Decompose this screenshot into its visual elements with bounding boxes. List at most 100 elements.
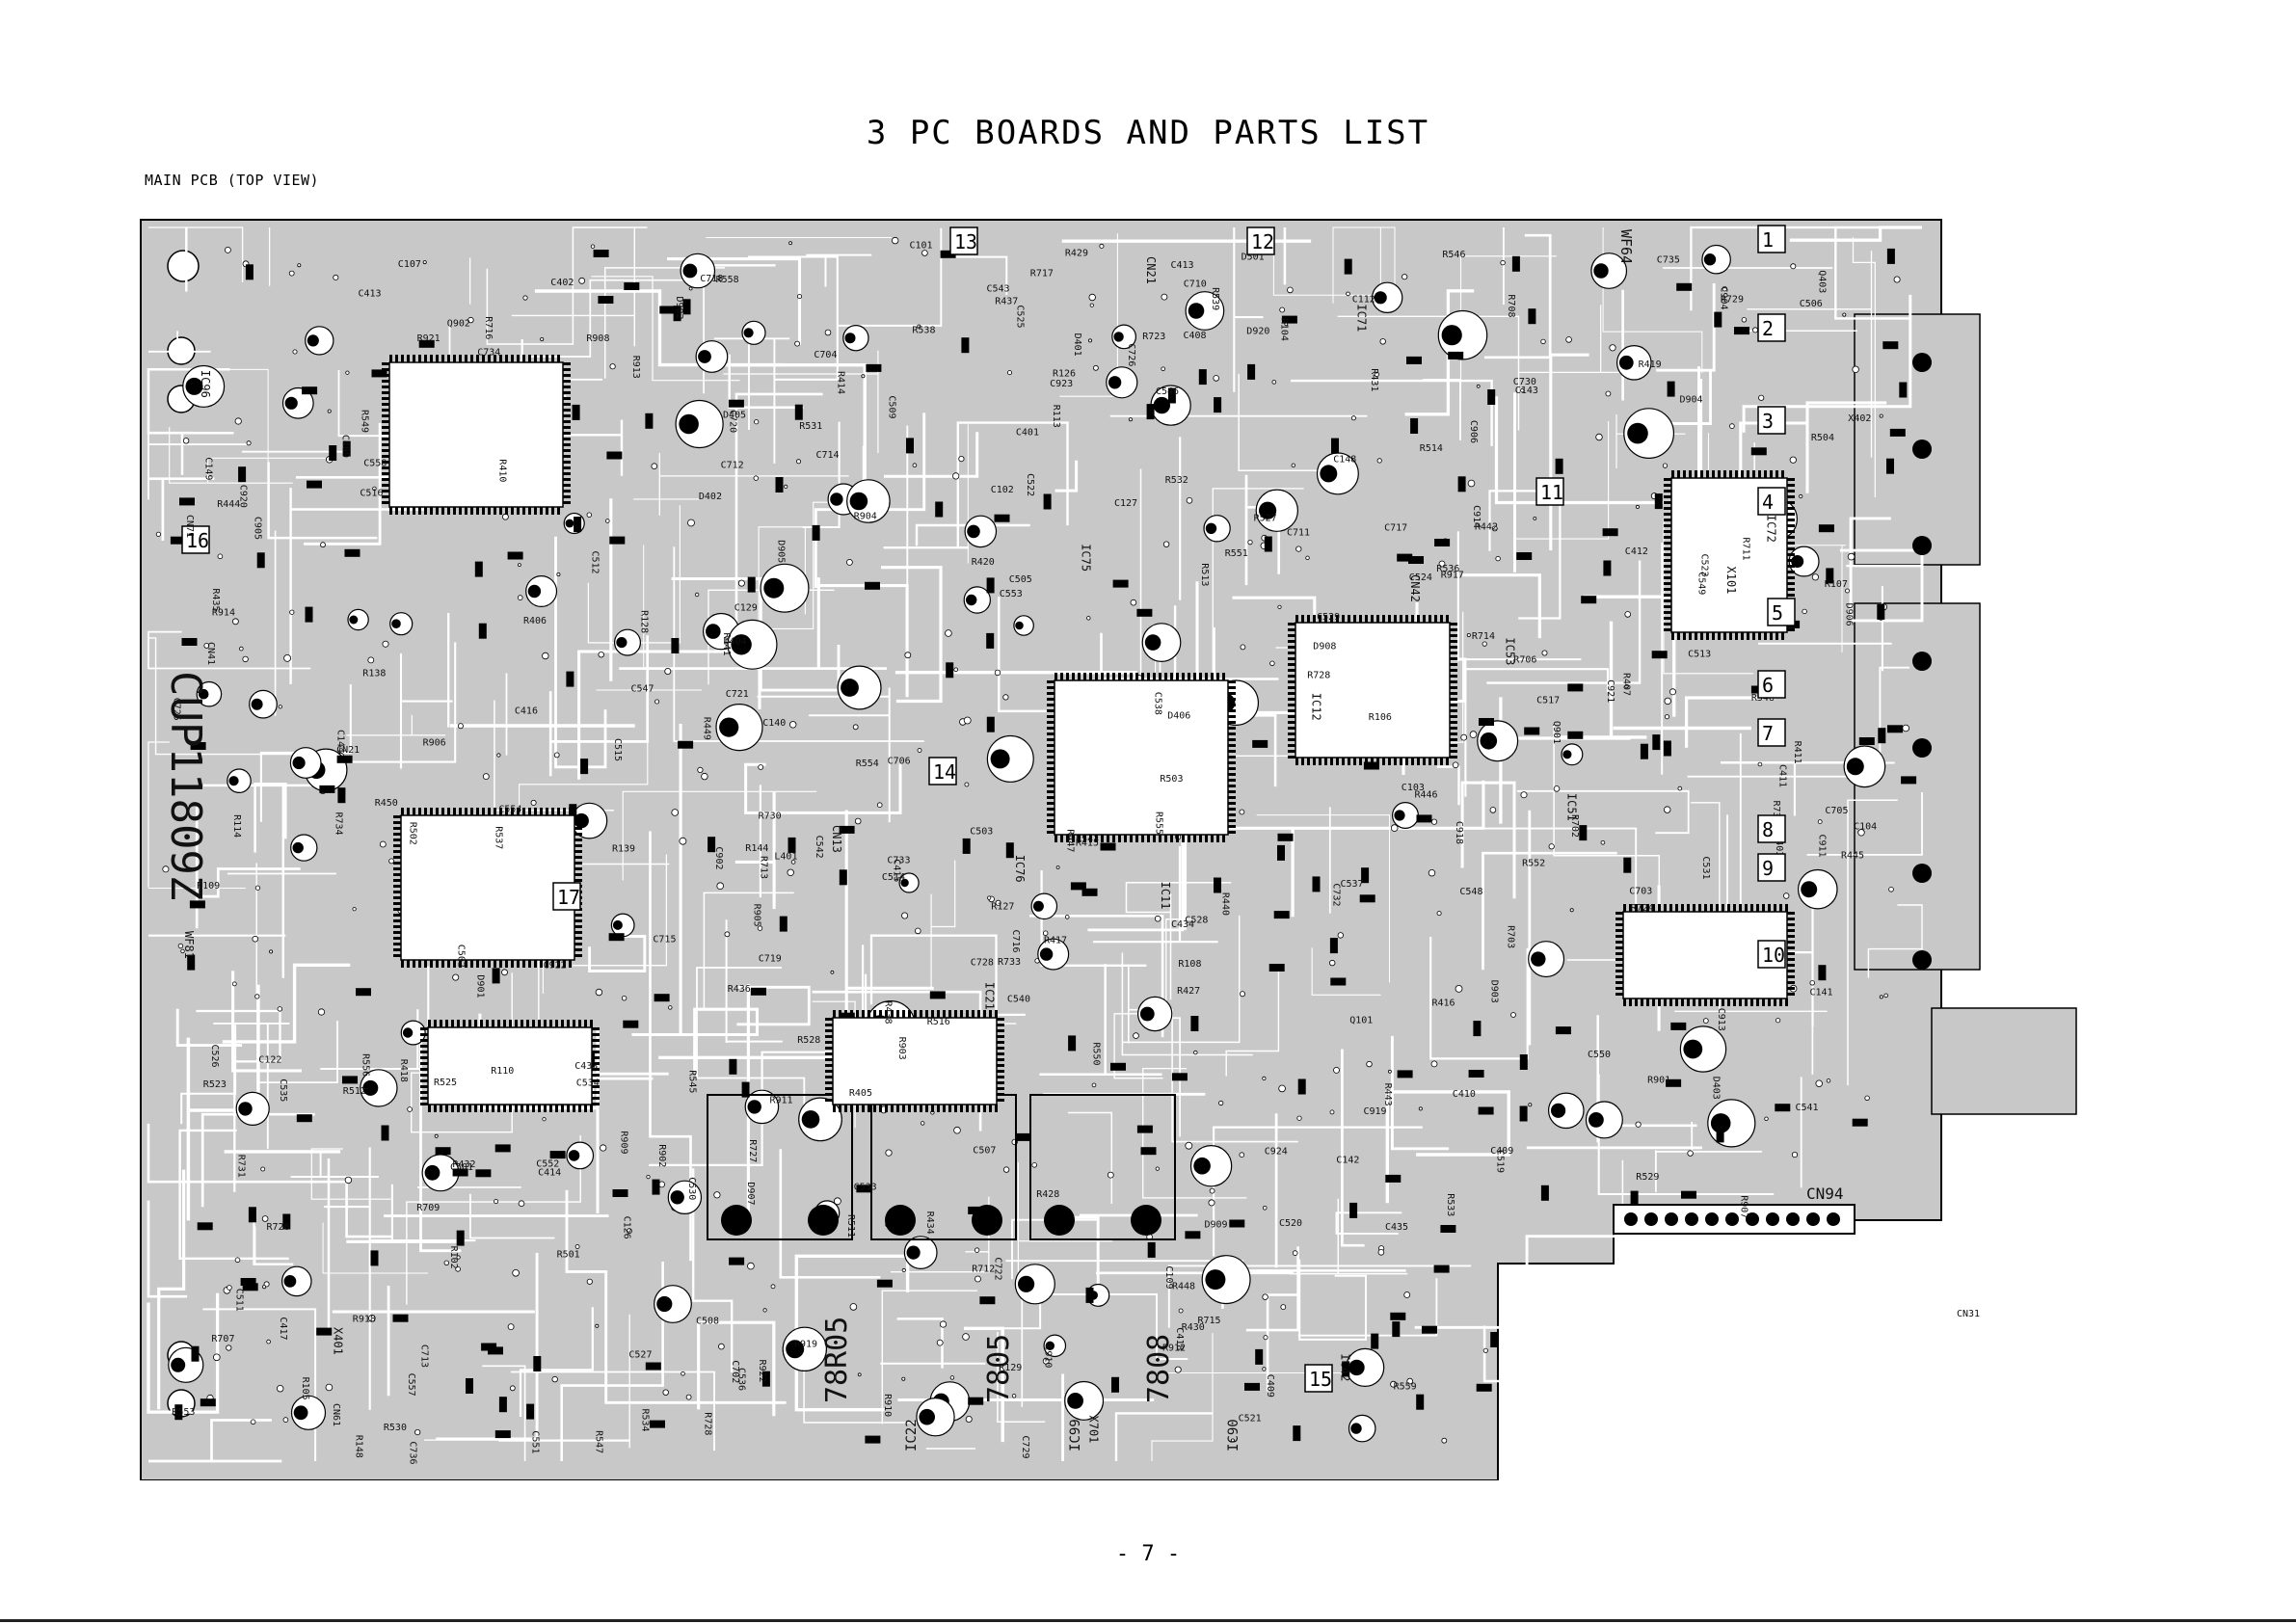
component-label: R913 bbox=[630, 356, 641, 379]
component-label: R539 bbox=[1210, 287, 1220, 310]
ic-pin bbox=[528, 808, 531, 815]
via-pad bbox=[456, 1255, 461, 1260]
smd-resistor bbox=[1623, 857, 1632, 873]
ic-pin bbox=[492, 1105, 494, 1112]
smd-resistor bbox=[1112, 579, 1129, 588]
ic-pin bbox=[1450, 756, 1457, 759]
ic-pin bbox=[896, 1010, 899, 1018]
ic-pin bbox=[401, 808, 404, 815]
ic-pin bbox=[1450, 732, 1457, 735]
ic-pin bbox=[382, 466, 389, 469]
ic-pin bbox=[1288, 709, 1295, 712]
ic-pin bbox=[1787, 484, 1795, 487]
capacitor-outline bbox=[1111, 324, 1136, 350]
via-pad bbox=[1430, 1060, 1438, 1068]
smd-resistor bbox=[474, 561, 483, 577]
ic-pin bbox=[401, 355, 404, 362]
ic-pin bbox=[1222, 673, 1225, 680]
capacitor-outline bbox=[1616, 345, 1652, 381]
ic-pin bbox=[563, 386, 571, 388]
via-pad bbox=[1782, 892, 1790, 899]
via-pad bbox=[654, 699, 660, 705]
ic-label: IC21 bbox=[983, 982, 997, 1010]
ic-pin bbox=[1787, 923, 1795, 926]
ic-pin bbox=[1758, 470, 1761, 478]
ic-pin bbox=[1687, 998, 1690, 1006]
ic-pin bbox=[1130, 835, 1133, 842]
ic-pin bbox=[1055, 835, 1057, 842]
ic-pin bbox=[902, 1010, 905, 1018]
component-label: C143 bbox=[1515, 386, 1538, 396]
ic-pin bbox=[1677, 470, 1680, 478]
via-pad bbox=[414, 1429, 421, 1436]
capacitor-outline bbox=[1037, 938, 1070, 971]
ic-pin bbox=[966, 1105, 969, 1112]
component-label: R537 bbox=[493, 826, 503, 849]
ic-pin bbox=[1785, 904, 1788, 912]
component-label: R545 bbox=[687, 1070, 698, 1093]
pcb-trace bbox=[1055, 460, 1079, 493]
pcb-trace bbox=[529, 279, 705, 394]
ic-pin bbox=[503, 1020, 506, 1027]
ic-pin bbox=[574, 943, 582, 945]
ic-pin bbox=[1170, 673, 1173, 680]
via-pad bbox=[789, 721, 797, 729]
section-number-box bbox=[181, 525, 210, 554]
ic-pin bbox=[1205, 673, 1208, 680]
capacitor-pad bbox=[612, 919, 623, 930]
ic-pin bbox=[1118, 835, 1121, 842]
via-pad bbox=[797, 294, 803, 300]
ic-pin bbox=[1729, 470, 1732, 478]
smd-resistor bbox=[337, 787, 346, 804]
ic-pin bbox=[540, 355, 543, 362]
via-pad bbox=[1815, 1079, 1823, 1087]
capacitor-pad bbox=[1032, 900, 1044, 912]
component-label: C542 bbox=[814, 836, 824, 859]
component-label: R921 bbox=[417, 333, 441, 344]
component-label: R558 bbox=[716, 275, 739, 285]
component-label: C918 bbox=[1454, 821, 1464, 844]
pcb-trace bbox=[964, 1326, 1004, 1443]
component-label: C710 bbox=[1184, 280, 1207, 290]
ic-pin bbox=[1787, 952, 1795, 955]
ic-pin bbox=[434, 1105, 437, 1112]
ic-pin bbox=[382, 391, 389, 394]
via-pad bbox=[953, 667, 958, 673]
ic-pin bbox=[1371, 615, 1374, 623]
component-label: R430 bbox=[1182, 1322, 1205, 1333]
ic-pin bbox=[1153, 673, 1156, 680]
capacitor-pad bbox=[1139, 1006, 1155, 1022]
via-pad bbox=[1669, 688, 1677, 696]
ic-pin bbox=[389, 355, 392, 362]
ic-pin bbox=[1450, 738, 1457, 741]
smd-resistor bbox=[574, 517, 582, 533]
component-label: R922 bbox=[757, 1360, 767, 1383]
pcb-trace bbox=[622, 790, 817, 881]
component-label: C720 bbox=[728, 410, 738, 433]
pcb-trace bbox=[1297, 1278, 1438, 1337]
ic-pin bbox=[382, 461, 389, 464]
ic-pin bbox=[896, 1105, 899, 1112]
component-label: R435 bbox=[210, 588, 221, 611]
component-label: R706 bbox=[1513, 654, 1536, 665]
via-pad bbox=[1064, 915, 1070, 919]
jack-housing bbox=[1931, 1007, 2077, 1115]
ic-pin bbox=[1324, 758, 1327, 765]
component-label: C536 bbox=[736, 1368, 747, 1391]
ic-pin bbox=[382, 403, 389, 406]
ic-pin bbox=[1664, 605, 1671, 608]
via-pad bbox=[586, 512, 592, 518]
pcb-trace bbox=[424, 1314, 630, 1449]
capacitor-outline bbox=[667, 1180, 703, 1215]
ic-pin bbox=[844, 1010, 847, 1018]
via-pad bbox=[1346, 291, 1350, 297]
via-pad bbox=[1379, 338, 1386, 345]
capacitor-pad bbox=[967, 524, 980, 539]
ic-pin bbox=[476, 507, 479, 515]
component-label: R728 bbox=[703, 1412, 713, 1435]
via-pad bbox=[917, 324, 921, 329]
ic-pin bbox=[1787, 501, 1795, 504]
ic-pin bbox=[470, 808, 473, 815]
section-number: 1 bbox=[1762, 228, 1774, 252]
ic-pin bbox=[532, 1020, 535, 1027]
